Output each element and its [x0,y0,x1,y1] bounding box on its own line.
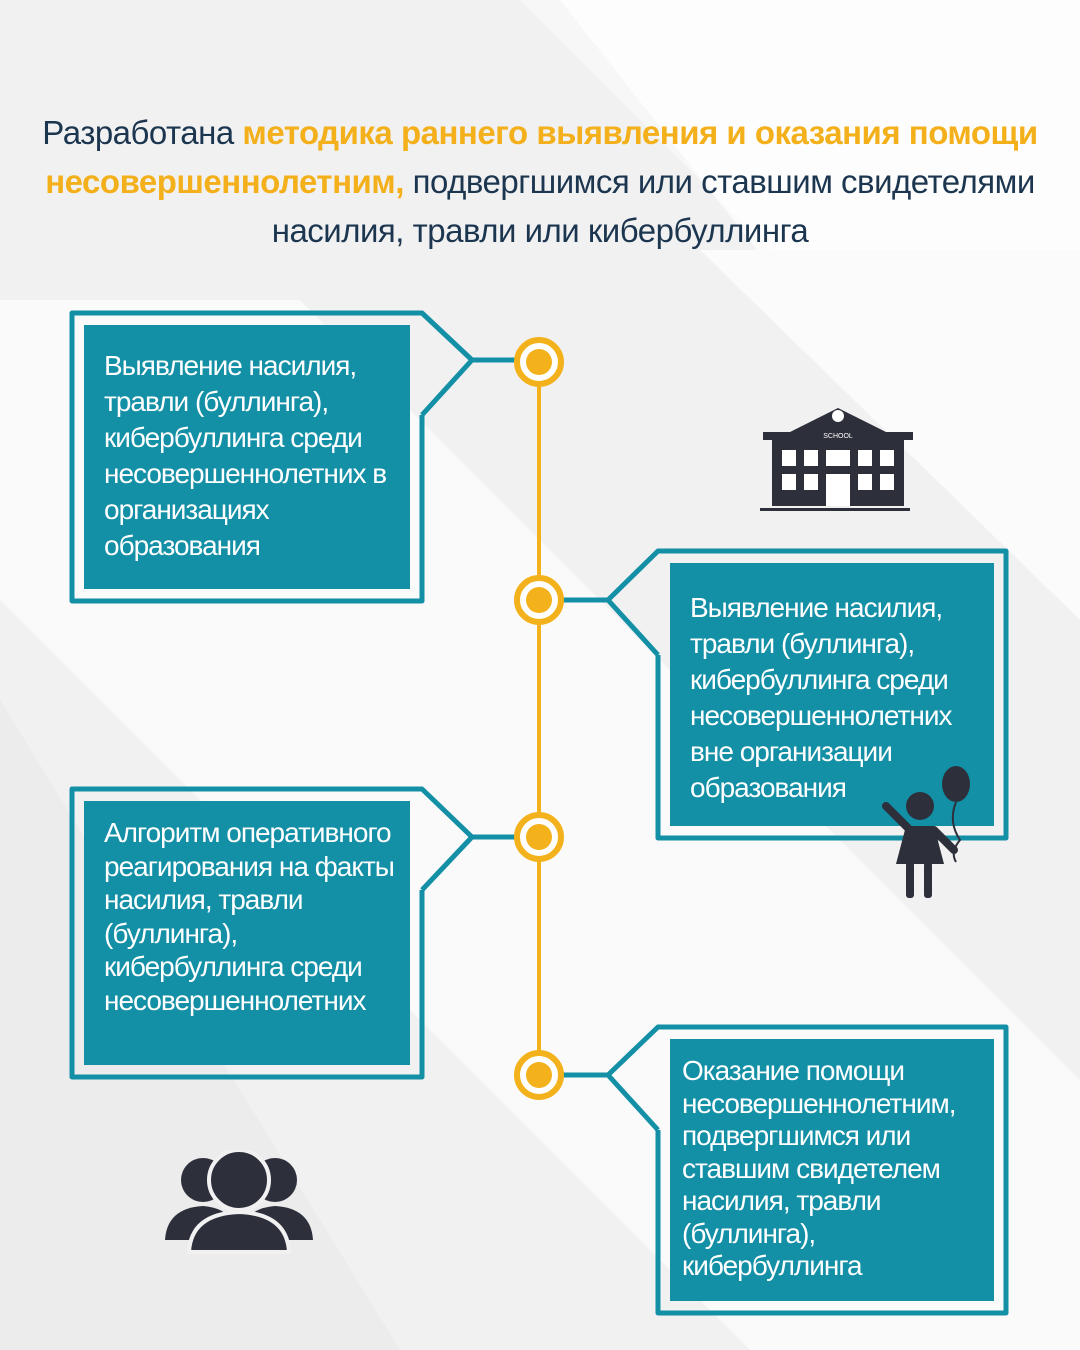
step-box-1 [69,310,516,604]
people-group-icon [165,1150,313,1254]
step-text-1: Выявление насилия, травли (буллинга), ки… [104,350,387,561]
timeline-node-4 [514,1050,564,1100]
school-label: SCHOOL [823,433,853,440]
step-text-3: Алгоритм оперативного реагирования на фа… [104,817,395,1016]
step-text-4: Оказание помощи несовершеннолетним, подв… [682,1055,956,1281]
step-text-2: Выявление насилия, травли (буллинга), ки… [690,592,952,803]
timeline-node-2 [514,575,564,625]
title-text: Разработана [42,114,243,151]
step-box-2 [562,548,1009,841]
timeline-node-1 [514,337,564,387]
step-box-4 [562,1024,1009,1316]
page-title: Разработана методика раннего выявления и… [20,108,1060,255]
title-highlight: методика раннего выявления и оказания по… [45,114,1038,200]
step-box-3 [69,786,516,1080]
school-icon: SCHOOL [760,408,913,511]
timeline-node-3 [514,812,564,862]
child-with-balloon-icon [882,766,970,898]
title-text-end: подвергшимся или ставшим свидетелями нас… [271,163,1036,249]
